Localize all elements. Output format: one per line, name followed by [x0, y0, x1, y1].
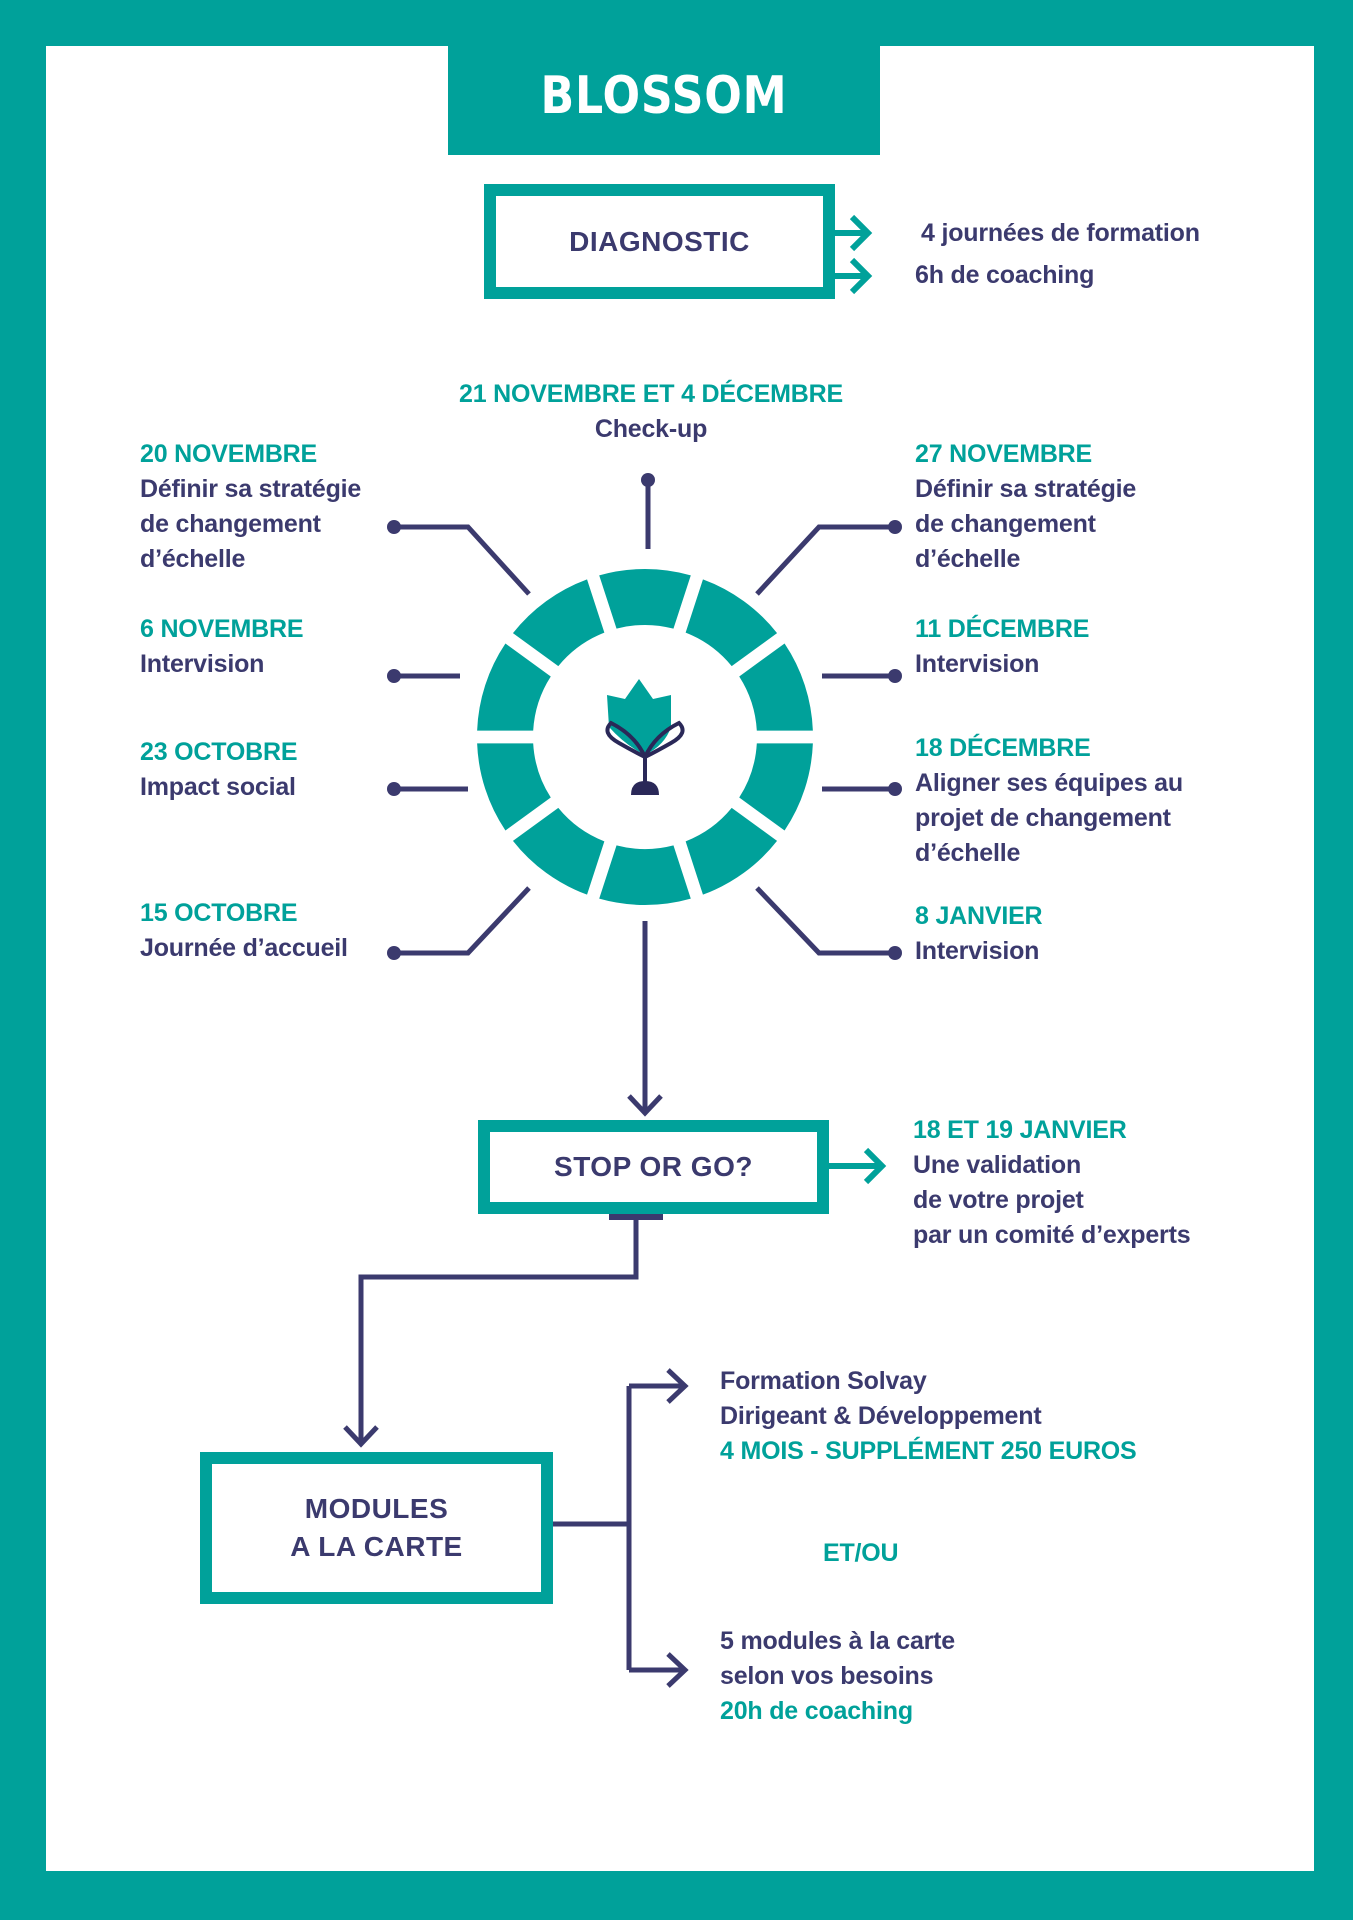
option-text: Dirigeant & Développement — [720, 1402, 1042, 1430]
milestone-left-1: 20 NOVEMBRE Définir sa stratégie de chan… — [140, 437, 361, 577]
stop-or-go-text: de votre projet — [913, 1186, 1084, 1214]
ring-segment — [512, 807, 605, 895]
milestone-right-1: 27 NOVEMBRE Définir sa stratégie de chan… — [915, 437, 1136, 577]
ring-segment — [477, 743, 551, 831]
ring-segment — [599, 845, 691, 905]
milestone-text: Aligner ses équipes au — [915, 769, 1183, 797]
option-text: selon vos besoins — [720, 1662, 934, 1690]
and-or-separator: ET/OU — [823, 1539, 899, 1567]
stop-or-go-details: 18 ET 19 JANVIER Une validation de votre… — [913, 1113, 1191, 1253]
milestone-text: Intervision — [915, 650, 1040, 678]
milestone-text: Intervision — [915, 937, 1040, 965]
milestone-text: Journée d’accueil — [140, 934, 348, 962]
stop-or-go-text: Une validation — [913, 1151, 1082, 1179]
milestone-text: d’échelle — [915, 839, 1021, 867]
milestone-right-2: 11 DÉCEMBRE Intervision — [915, 612, 1089, 682]
milestone-date: 8 JANVIER — [915, 902, 1043, 930]
milestone-date: 21 NOVEMBRE ET 4 DÉCEMBRE — [459, 380, 843, 408]
spoke-right-1 — [755, 524, 895, 596]
diagnostic-arrow-2 — [835, 257, 873, 295]
milestone-left-2: 6 NOVEMBRE Intervision — [140, 612, 304, 682]
milestone-date: 23 OCTOBRE — [140, 738, 298, 766]
milestone-top: 21 NOVEMBRE ET 4 DÉCEMBRE Check-up — [459, 377, 843, 447]
milestone-text: Check-up — [594, 415, 708, 443]
modules-label-line-1: MODULES — [304, 1493, 449, 1524]
milestone-date: 18 DÉCEMBRE — [915, 734, 1091, 762]
dot — [641, 473, 655, 487]
milestone-date: 20 NOVEMBRE — [140, 440, 318, 468]
option-text: Formation Solvay — [720, 1367, 927, 1395]
milestone-left-3: 23 OCTOBRE Impact social — [140, 735, 298, 805]
milestone-text: Définir sa stratégie — [915, 475, 1137, 503]
milestone-text: Intervision — [140, 650, 265, 678]
ring-segment — [685, 579, 778, 667]
modules-branch — [553, 1383, 684, 1673]
milestone-text: d’échelle — [915, 545, 1021, 573]
modules-label-line-2: A LA CARTE — [290, 1531, 463, 1562]
milestone-text: Impact social — [140, 773, 296, 801]
module-option-1: Formation Solvay Dirigeant & Développeme… — [720, 1364, 1137, 1469]
milestone-text: Définir sa stratégie — [140, 475, 362, 503]
spoke-right-4 — [755, 886, 895, 956]
stop-or-go-date: 18 ET 19 JANVIER — [913, 1116, 1127, 1144]
cycle-ring — [477, 569, 813, 905]
ring-segment — [685, 807, 778, 895]
ring-segment — [477, 643, 551, 731]
ring-segment — [512, 579, 605, 667]
flower-sprout-icon — [605, 679, 685, 795]
milestone-date: 11 DÉCEMBRE — [915, 615, 1090, 643]
option-highlight: 20h de coaching — [720, 1697, 913, 1725]
diagnostic-output-1: 4 journées de formation — [921, 219, 1200, 247]
title-banner: BLOSSOM — [448, 40, 880, 155]
diagnostic-output-2: 6h de coaching — [915, 261, 1095, 289]
diagnostic-label: DIAGNOSTIC — [569, 225, 750, 257]
milestone-text: projet de changement — [915, 804, 1171, 832]
ring-segment — [739, 643, 813, 731]
milestone-right-4: 8 JANVIER Intervision — [915, 899, 1043, 969]
spoke-left-1 — [394, 524, 531, 596]
stop-or-go-box: STOP OR GO? — [478, 1120, 829, 1214]
milestone-date: 6 NOVEMBRE — [140, 615, 304, 643]
milestone-text: d’échelle — [140, 545, 246, 573]
module-option-2: 5 modules à la carte selon vos besoins 2… — [720, 1624, 955, 1729]
milestone-date: 15 OCTOBRE — [140, 899, 298, 927]
stop-or-go-text: par un comité d’experts — [913, 1221, 1191, 1249]
diagnostic-arrow-1 — [835, 214, 873, 252]
milestone-left-4: 15 OCTOBRE Journée d’accueil — [140, 896, 348, 966]
option-text: 5 modules à la carte — [720, 1627, 956, 1655]
milestone-text: de changement — [915, 510, 1096, 538]
milestone-date: 27 NOVEMBRE — [915, 440, 1093, 468]
line-to-modules — [358, 1217, 639, 1443]
spoke-left-4 — [394, 886, 531, 956]
modules-box: MODULES A LA CARTE — [200, 1452, 553, 1604]
diagnostic-box: DIAGNOSTIC — [484, 184, 835, 299]
option-highlight: 4 MOIS - SUPPLÉMENT 250 EUROS — [720, 1437, 1137, 1465]
stop-or-go-label: STOP OR GO? — [554, 1151, 753, 1182]
milestone-text: de changement — [140, 510, 321, 538]
stop-arrow — [829, 1147, 887, 1185]
milestone-right-3: 18 DÉCEMBRE Aligner ses équipes au proje… — [915, 731, 1183, 871]
page-title: BLOSSOM — [540, 66, 788, 126]
ring-segment — [599, 569, 691, 629]
ring-segment — [739, 743, 813, 831]
